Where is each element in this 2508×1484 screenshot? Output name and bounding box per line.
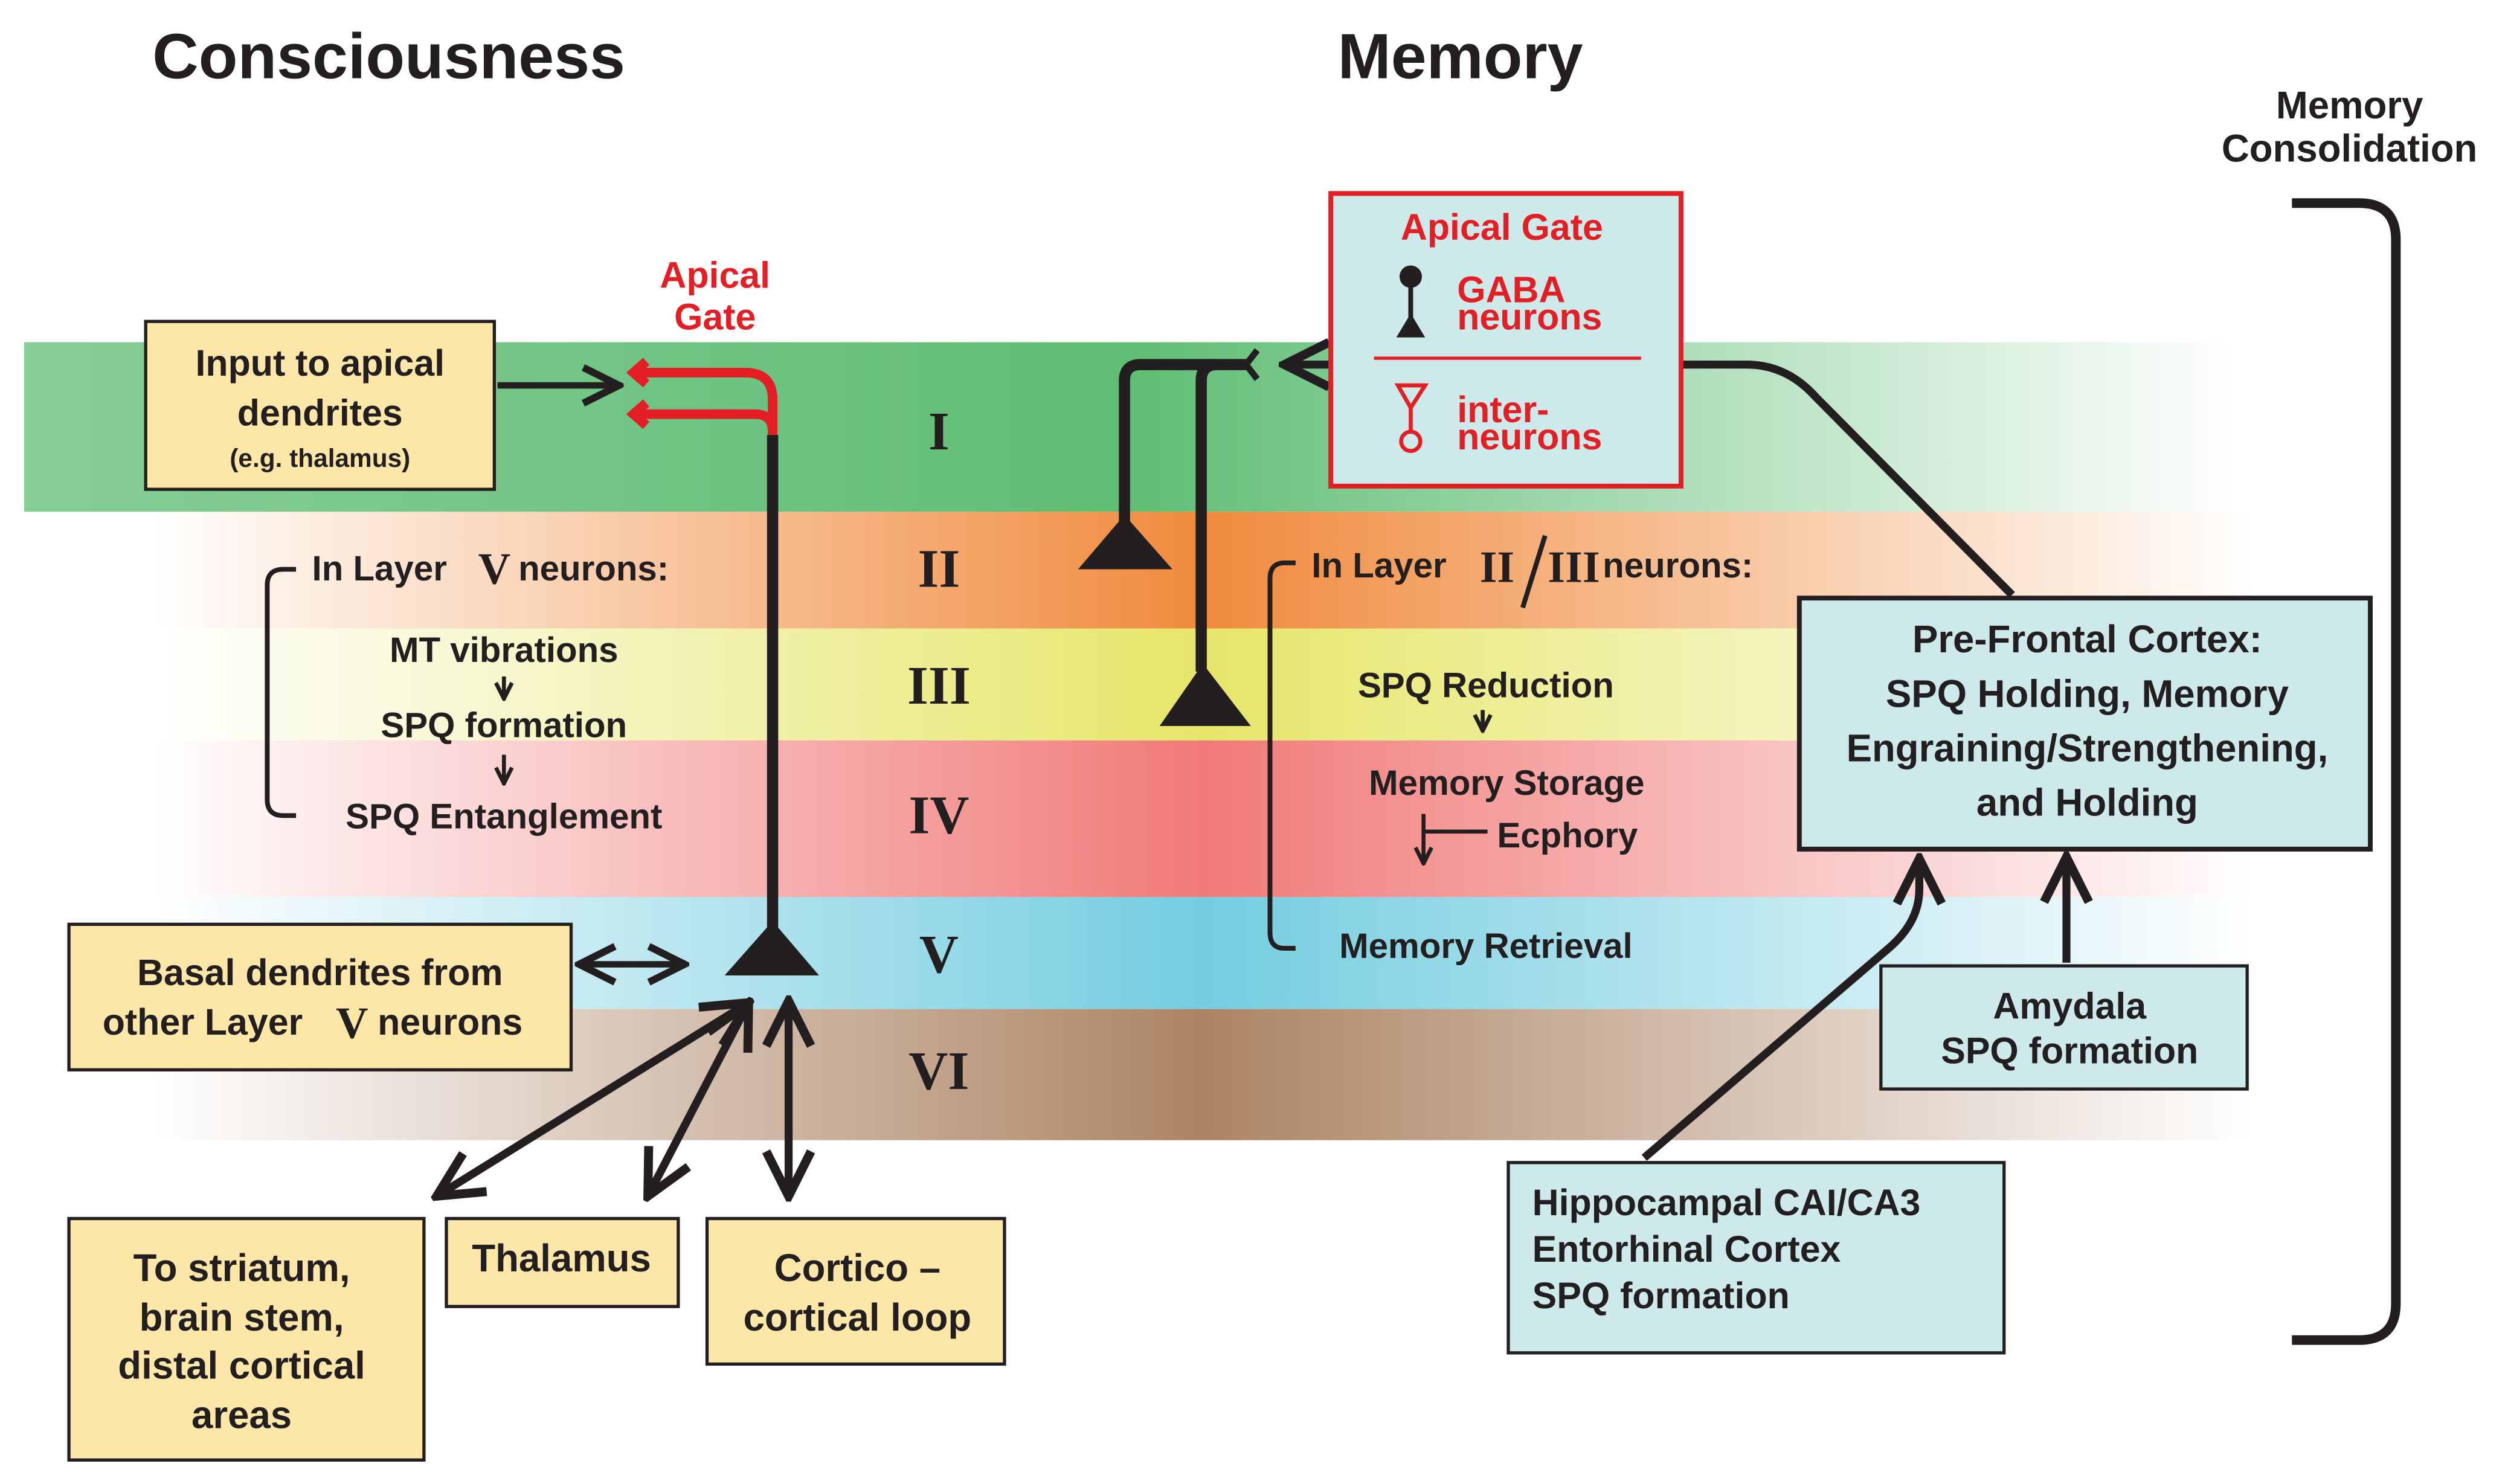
layer5-list-bracket (265, 567, 297, 818)
gate-legend-inter-line2: neurons (1457, 416, 1602, 457)
memory-gate-marks (1242, 348, 1260, 381)
striatum-box-line2: brain stem, (140, 1296, 344, 1339)
basal-box-line2-numeral: V (336, 998, 368, 1048)
basal-box-line2-post: neurons (378, 1001, 522, 1042)
apical-gate-label-line2: Gate (674, 296, 756, 337)
consolidation-bracket (2292, 198, 2401, 1345)
layer-numerals: I II III IV V VI (907, 402, 971, 1101)
hippocampal-to-pfc-arrow (1641, 859, 1919, 1161)
basal-box-line1: Basal dendrites from (137, 952, 503, 993)
layer3-neuron-soma (1159, 663, 1251, 727)
cortico-box-line1: Cortico – (774, 1247, 940, 1290)
layer2-neuron-dendrite (1119, 359, 1248, 528)
memory-item-spq-reduction: SPQ Reduction (1358, 666, 1614, 705)
input-box-line2: dendrites (237, 392, 403, 433)
layer5-neuron-soma (724, 921, 819, 976)
input-box-line3: (e.g. thalamus) (230, 444, 410, 472)
layer-numeral-V: V (919, 925, 959, 985)
pfc-box: Pre-Frontal Cortex: SPQ Holding, Memory … (1796, 596, 2373, 852)
gaba-neuron-icon (1396, 265, 1426, 338)
amygdala-box: Amydala SPQ formation (1879, 964, 2249, 1091)
amygdala-box-line2: SPQ formation (1941, 1030, 2198, 1071)
layer-numeral-VI: VI (908, 1041, 969, 1101)
layer5-item-spq-formation: SPQ formation (381, 706, 627, 745)
layer-numeral-II: II (918, 539, 960, 599)
memory-list-bracket (1267, 560, 1296, 951)
memory-header-pre: In Layer (1311, 546, 1446, 585)
layer-numeral-I: I (928, 402, 950, 461)
gate-legend-inter-line1: inter- (1457, 389, 1549, 430)
pfc-box-line4: and Holding (1976, 781, 2198, 824)
layer2-neuron-soma (1078, 515, 1172, 570)
heading-consolidation-line1: Memory (2276, 84, 2423, 127)
layer5-item-mt-vibrations: MT vibrations (390, 631, 619, 670)
gate-legend-gaba-line1: GABA (1457, 269, 1565, 310)
memory-item-memory-retrieval: Memory Retrieval (1339, 927, 1633, 966)
pfc-box-line3: Engraining/Strengthening, (1847, 727, 2329, 769)
thalamus-box-label: Thalamus (472, 1237, 651, 1280)
cortico-loop-box: Cortico – cortical loop (705, 1216, 1006, 1366)
hippocampal-box-line3: SPQ formation (1532, 1275, 1790, 1316)
gate-legend-gaba-line2: neurons (1457, 296, 1602, 337)
gate-legend-box: Apical Gate GABA neurons inter- neurons (1328, 191, 1683, 489)
input-box: Input to apical dendrites (e.g. thalamus… (144, 320, 497, 491)
layer5-item-spq-entanglement: SPQ Entanglement (346, 797, 662, 836)
layer3-neuron-dendrite (1195, 359, 1218, 672)
memory-header-slash (1520, 535, 1548, 609)
layer-numeral-IV: IV (908, 785, 969, 845)
memory-header-numeral-b: III (1548, 543, 1600, 593)
pfc-box-line1: Pre-Frontal Cortex: (1912, 618, 2262, 661)
striatum-box-line3: distal cortical (118, 1344, 365, 1387)
pfc-to-gate-line (1284, 365, 2015, 598)
amygdala-box-line1: Amydala (1993, 986, 2147, 1027)
hippocampal-box-line1: Hippocampal CAI/CA3 (1532, 1182, 1921, 1223)
apical-gate-label-line1: Apical (660, 255, 770, 296)
striatum-box: To striatum, brain stem, distal cortical… (67, 1216, 426, 1462)
cortico-box-line2: cortical loop (744, 1296, 972, 1339)
memory-item-memory-storage: Memory Storage (1369, 763, 1644, 803)
heading-consolidation-line2: Consolidation (2222, 127, 2478, 170)
arrow-to-thalamus (648, 1003, 749, 1196)
memory-header-post: neurons: (1603, 546, 1753, 585)
interneuron-icon (1394, 383, 1429, 453)
memory-item-ecphory: Ecphory (1497, 816, 1638, 855)
memory-header-numeral-a: II (1480, 543, 1515, 593)
basal-dendrites-box: Basal dendrites from other Layer V neuro… (67, 922, 573, 1071)
hippocampal-box: Hippocampal CAI/CA3 Entorhinal Cortex SP… (1506, 1161, 2006, 1355)
basal-box-line2-pre: other Layer (103, 1001, 303, 1042)
input-box-line1: Input to apical (195, 342, 445, 384)
striatum-box-line4: areas (191, 1393, 292, 1436)
striatum-box-line1: To striatum, (133, 1247, 350, 1290)
thalamus-box: Thalamus (445, 1216, 680, 1308)
gate-legend-title: Apical Gate (1401, 207, 1603, 248)
pfc-box-line2: SPQ Holding, Memory (1886, 672, 2289, 715)
heading-memory: Memory (1338, 21, 1583, 92)
layer5-header-post: neurons: (518, 549, 669, 588)
apical-gate-dendrites (626, 358, 778, 435)
layer5-header-numeral: V (478, 544, 511, 594)
layer-numeral-III: III (907, 656, 971, 716)
layer5-header-pre: In Layer (312, 549, 447, 588)
heading-consciousness: Consciousness (152, 21, 625, 92)
hippocampal-box-line2: Entorhinal Cortex (1532, 1229, 1841, 1270)
